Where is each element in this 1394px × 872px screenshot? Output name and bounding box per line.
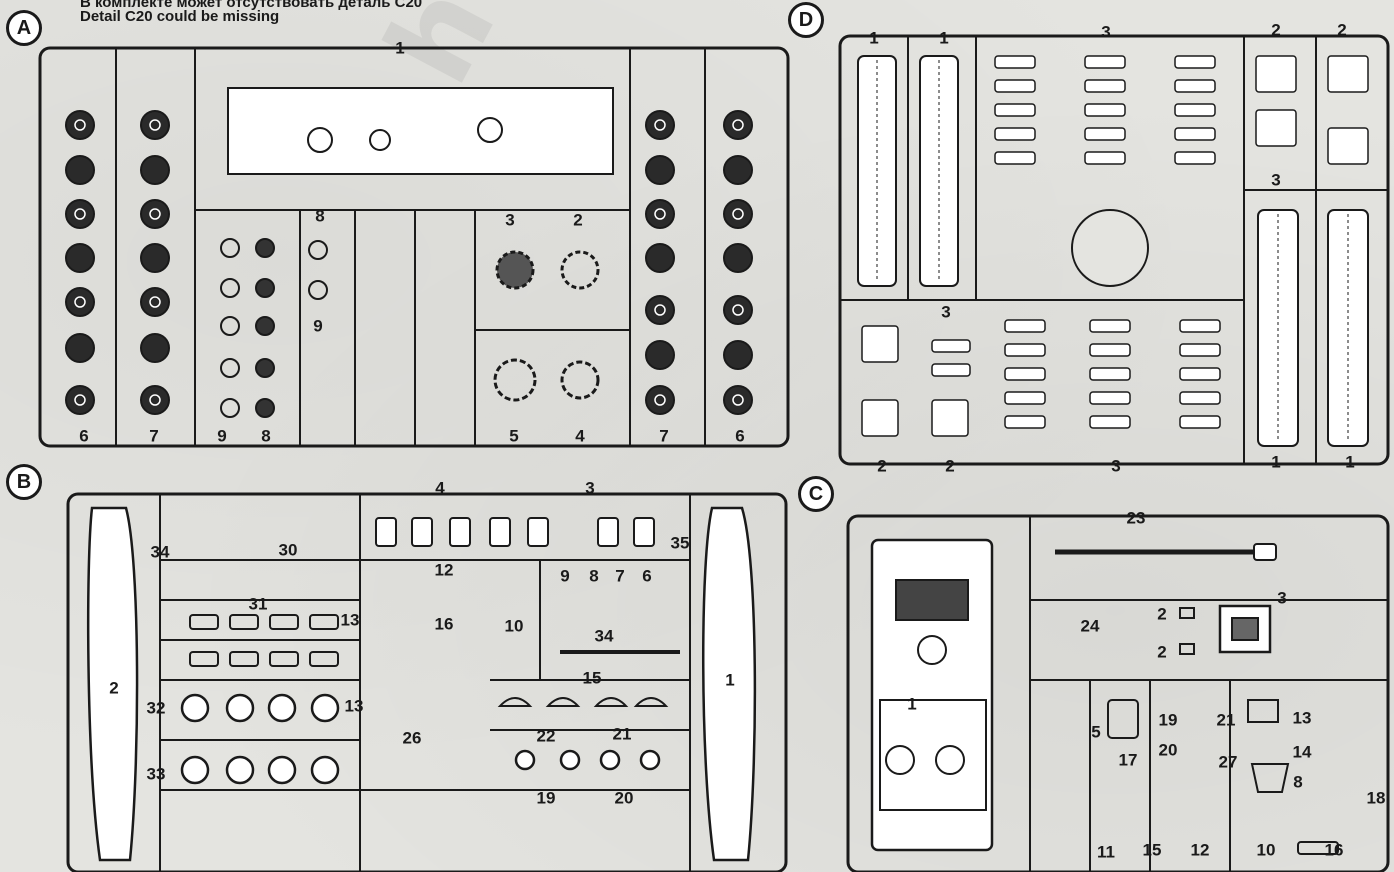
sprue-a-badge: A [6,10,42,46]
sprue-d [838,34,1390,466]
part-label-c-11: 11 [1097,842,1115,862]
part-label-d-1: 1 [869,28,879,48]
part-label-c-15: 15 [1142,840,1162,860]
part-label-b-30: 30 [278,540,298,560]
part-label-c-8: 8 [1293,772,1303,792]
part-label-a-6b: 6 [735,426,745,446]
part-label-b-34b: 34 [594,626,614,646]
part-label-a-8: 8 [315,206,325,226]
part-label-d-3b: 3 [1271,170,1281,190]
part-label-c-5: 5 [1091,722,1101,742]
part-label-b-33: 33 [146,764,166,784]
sprue-b [66,492,788,872]
part-label-a-3: 3 [505,210,515,230]
part-label-a-9b: 9 [217,426,227,446]
part-label-b-13b: 13 [344,696,364,716]
part-label-c-13: 13 [1292,708,1312,728]
part-label-b-10: 10 [504,616,524,636]
part-label-b-19: 19 [536,788,556,808]
part-label-d-1d: 1 [1345,452,1355,472]
part-label-b-8: 8 [589,566,599,586]
part-label-b-22: 22 [536,726,556,746]
part-label-b-4: 4 [435,478,445,498]
part-label-c-21: 21 [1216,710,1236,730]
part-label-a-2: 2 [573,210,583,230]
part-label-b-16: 16 [434,614,454,634]
sprue-a [38,46,790,448]
part-label-b-32: 32 [146,698,166,718]
part-label-b-35: 35 [670,533,690,553]
part-label-b-12: 12 [434,560,454,580]
part-label-d-1c: 1 [1271,452,1281,472]
part-label-a-7b: 7 [659,426,669,446]
part-label-c-19: 19 [1158,710,1178,730]
part-label-d-3: 3 [1101,22,1111,42]
part-label-c-10: 10 [1256,840,1276,860]
note-en: Detail C20 could be missing [80,8,280,25]
part-label-a-7: 7 [149,426,159,446]
part-label-d-3c: 3 [941,302,951,322]
part-label-c-17: 17 [1118,750,1138,770]
part-label-b-21: 21 [612,724,632,744]
part-label-c-1: 1 [907,694,917,714]
sprue-c-badge: C [798,476,834,512]
part-label-b-9: 9 [560,566,570,586]
part-label-b-6: 6 [642,566,652,586]
part-label-a-6: 6 [79,426,89,446]
part-label-a-9: 9 [313,316,323,336]
part-label-c-2b: 2 [1157,642,1167,662]
part-label-c-14: 14 [1292,742,1312,762]
part-label-a-4: 4 [575,426,585,446]
part-label-c-16: 16 [1324,840,1344,860]
part-label-a-5: 5 [509,426,519,446]
part-label-b-31: 31 [248,594,268,614]
part-label-b-26: 26 [402,728,422,748]
part-label-b-1: 1 [725,670,735,690]
note-ru: В комплекте может отсутствовать деталь С… [80,0,423,11]
part-label-b-3: 3 [585,478,595,498]
part-label-b-7: 7 [615,566,625,586]
part-label-b-2: 2 [109,678,119,698]
part-label-c-27: 27 [1218,752,1238,772]
part-label-c-20: 20 [1158,740,1178,760]
sprue-b-badge: B [6,464,42,500]
part-label-d-3d: 3 [1111,456,1121,476]
part-label-c-12: 12 [1190,840,1210,860]
part-label-d-2d: 2 [945,456,955,476]
part-label-a-8b: 8 [261,426,271,446]
part-label-c-24: 24 [1080,616,1100,636]
part-label-c-3: 3 [1277,588,1287,608]
part-label-b-34: 34 [150,542,170,562]
part-label-a-1: 1 [395,38,405,58]
sprue-d-badge: D [788,2,824,38]
part-label-d-2c: 2 [877,456,887,476]
part-label-d-1b: 1 [939,28,949,48]
part-label-b-15: 15 [582,668,602,688]
part-label-c-18: 18 [1366,788,1386,808]
part-label-c-23: 23 [1126,508,1146,528]
part-label-d-2: 2 [1271,20,1281,40]
part-label-b-20: 20 [614,788,634,808]
part-label-c-2: 2 [1157,604,1167,624]
part-label-b-13: 13 [340,610,360,630]
sprue-c [846,514,1390,872]
part-label-d-2b: 2 [1337,20,1347,40]
